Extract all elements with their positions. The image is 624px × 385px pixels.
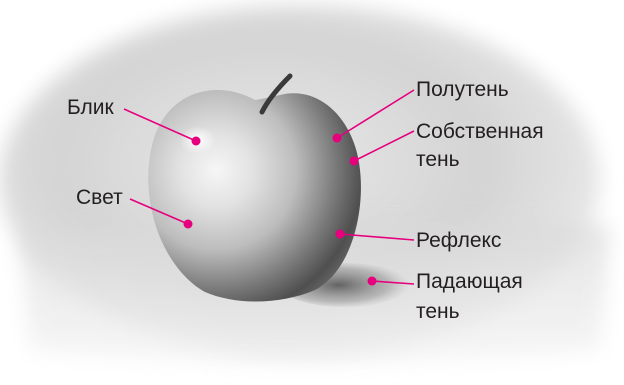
label-reflex: Рефлекс [416,229,501,253]
pointer-dot-reflex [336,230,345,239]
apple-body [148,90,361,302]
label-halftone: Полутень [416,78,509,102]
label-highlight: Блик [67,96,114,120]
pointer-dot-own-shadow [350,157,359,166]
pointer-dot-halftone [333,134,342,143]
label-own-shadow-line1: Собственная [416,120,544,144]
pointer-dot-light [184,220,193,229]
label-cast-shadow-line2: тень [416,300,460,324]
label-light: Свет [76,186,123,210]
label-cast-shadow-line1: Падающая [416,270,523,294]
pointer-dot-highlight [192,137,201,146]
label-own-shadow-line2: тень [416,148,460,172]
pointer-dot-cast-shadow [368,277,377,286]
